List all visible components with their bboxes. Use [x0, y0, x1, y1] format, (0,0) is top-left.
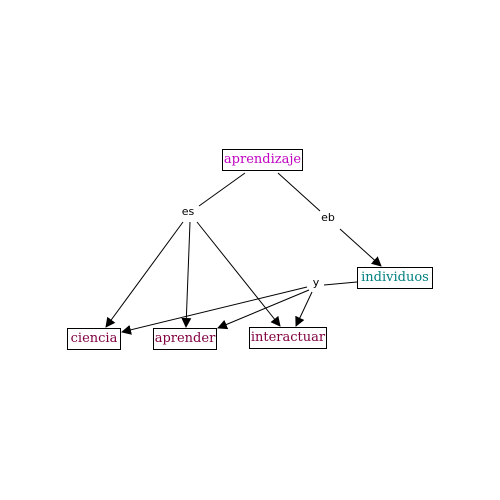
linking-phrase-y[interactable]: y [312, 276, 320, 289]
connector-eb-to-individuos [339, 228, 382, 267]
connector-aprendizaje-to-es [198, 172, 246, 207]
concept-individuos[interactable]: individuos [357, 267, 433, 289]
connector-y-to-interactuar [295, 291, 313, 327]
connector-es-to-aprender [181, 221, 192, 328]
concept-aprender[interactable]: aprender [153, 328, 217, 350]
connector-es-to-interactuar [196, 221, 281, 327]
connector-aprendizaje-to-eb [277, 172, 321, 212]
connector-y-to-aprender [217, 289, 310, 330]
linking-phrase-eb[interactable]: eb [321, 211, 335, 224]
connector-y-to-ciencia [121, 286, 308, 335]
concept-aprendizaje[interactable]: aprendizaje [222, 149, 303, 171]
connector-individuos-to-y [323, 281, 358, 286]
linking-phrase-es[interactable]: es [181, 205, 195, 218]
connector-es-to-ciencia [105, 221, 184, 328]
concept-ciencia[interactable]: ciencia [67, 328, 121, 350]
concept-interactuar[interactable]: interactuar [249, 327, 327, 349]
